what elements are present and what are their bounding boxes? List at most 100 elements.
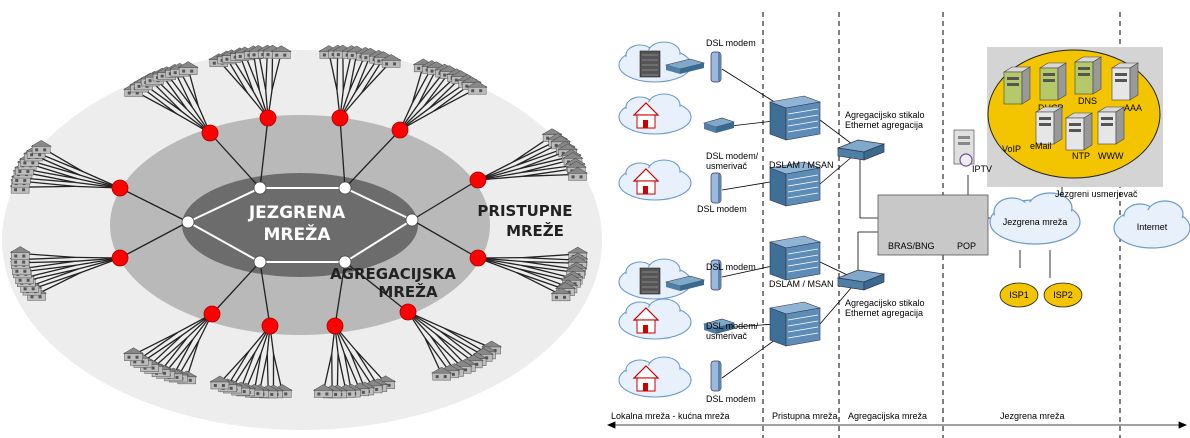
dslam-icon: [768, 235, 822, 281]
section-dividers: [762, 12, 1121, 438]
section-axis: [606, 421, 1188, 429]
aggregation-node: [391, 121, 409, 139]
dsl-router-label-2a: DSL modem/: [706, 321, 759, 331]
house-icon: [9, 246, 32, 260]
house-icon: [208, 375, 231, 390]
aggregation-label-2: MREŽA: [378, 282, 438, 301]
core-node: [181, 215, 195, 229]
section-label-core: Jezgrena mreža: [1000, 411, 1065, 421]
agg-switch-label-1b: Ethernet agregacija: [845, 120, 923, 130]
core-label-1: JEZGRENA: [248, 203, 346, 223]
dsl-modem-icon: [710, 360, 722, 392]
agg-switch-label-1a: Agregacijsko stikalo: [845, 110, 925, 120]
dslam-icon: [768, 95, 822, 141]
dsl-modem-label-1: DSL modem: [706, 38, 756, 48]
dslam-icon: [768, 161, 822, 207]
core-net-label: Jezgrena mreža: [1003, 217, 1068, 227]
agg-switch-label-2b: Ethernet agregacija: [845, 308, 923, 318]
customer-cloud: [618, 356, 692, 398]
customer-cloud: [618, 298, 692, 340]
agg-switch-label-2a: Agregacijsko stikalo: [845, 298, 925, 308]
customer-cloud: [618, 41, 706, 83]
aggregation-node: [111, 179, 129, 197]
iptv-label: IPTV: [972, 164, 992, 174]
isp2-label: ISP2: [1053, 290, 1073, 300]
house-icon: [550, 287, 572, 302]
server-label: VoIP: [1002, 144, 1021, 154]
house-icon: [466, 80, 489, 95]
server-icon: [1096, 106, 1126, 145]
server-label: WWW: [1098, 151, 1124, 161]
customer-cloud: [618, 93, 692, 135]
aggregation-node: [201, 124, 219, 142]
dsl-router-label-2b: usmerivač: [706, 331, 748, 341]
server-icon: [1110, 62, 1140, 101]
house-icon: [30, 140, 53, 154]
access-label-2: MREŽE: [506, 221, 564, 240]
access-label-1: PRISTUPNE: [477, 202, 572, 220]
server-icon: [1002, 66, 1032, 105]
core-node: [405, 213, 419, 227]
dsl-modem-icon: [710, 259, 722, 291]
server-icon: [1064, 112, 1094, 151]
house-icon: [312, 384, 335, 398]
internet-label: Internet: [1137, 222, 1168, 232]
dsl-router-label-1b: usmerivač: [706, 161, 748, 171]
server-label: NTP: [1072, 151, 1090, 161]
dsl-router-icon: [702, 117, 736, 133]
bras-label: BRAS/BNG: [888, 241, 935, 251]
house-icon: [177, 61, 200, 75]
isp1-label: ISP1: [1009, 290, 1029, 300]
dsl-modem-label-2: DSL modem: [697, 204, 747, 214]
dsl-network-diagram: VoIPDHCPDNSAAAeMailNTPWWW DSL modem DSL …: [606, 12, 1190, 438]
hierarchy-diagram: JEZGRENA MREŽA AGREGACIJSKA MREŽA PRISTU…: [2, 44, 602, 430]
core-node: [338, 255, 352, 269]
server-icon: [1073, 56, 1103, 95]
section-label-local: Lokalna mreža - kućna mreža: [611, 411, 730, 421]
pop-label: POP: [957, 241, 976, 251]
house-icon: [566, 167, 589, 181]
aggregation-node: [399, 303, 417, 321]
isp1-ellipse: [999, 282, 1039, 308]
house-icon: [270, 45, 293, 59]
dslam-icon: [768, 301, 822, 347]
aggregation-node: [203, 305, 221, 323]
internet-cloud: [1113, 200, 1190, 249]
aggregation-label-1: AGREGACIJSKA: [330, 265, 456, 283]
bras-pop-box: [877, 194, 989, 256]
iptv-server-icon: [953, 129, 975, 167]
aggregation-node: [259, 109, 277, 127]
dsl-router-label-1a: DSL modem/: [706, 151, 759, 161]
agg-switch-top: [836, 139, 886, 161]
aggregation-node: [261, 317, 279, 335]
core-node: [253, 181, 267, 195]
server-icon: [1034, 106, 1064, 145]
customer-cloud: [618, 159, 692, 201]
isp2-ellipse: [1043, 282, 1083, 308]
aggregation-node: [331, 109, 349, 127]
aggregation-node: [111, 249, 129, 267]
aggregation-node: [469, 171, 487, 189]
aggregation-node: [326, 317, 344, 335]
dslam-label-2: DSLAM / MSAN: [769, 279, 834, 289]
core-router-label: Jezgreni usmerjevač: [1055, 189, 1138, 199]
section-label-aggregation: Agregacijska mreža: [848, 411, 927, 421]
customer-cloud: [618, 258, 706, 300]
house-icon: [122, 347, 145, 361]
section-label-access: Pristupna mreža: [772, 411, 838, 421]
core-network-cloud: [989, 192, 1081, 245]
dsl-modem-icon: [710, 172, 722, 204]
dslam-label-1: DSLAM / MSAN: [769, 160, 834, 170]
server-label: eMail: [1030, 141, 1052, 151]
server-icon: [1038, 62, 1068, 101]
core-node: [253, 255, 267, 269]
core-node: [338, 181, 352, 195]
dsl-modem-icon: [710, 51, 722, 83]
server-label: AAA: [1124, 103, 1142, 113]
house-icon: [380, 54, 402, 68]
house-icon: [430, 366, 453, 381]
dsl-modem-label-4: DSL modem: [706, 394, 756, 404]
server-label: DNS: [1078, 96, 1097, 106]
aggregation-node: [469, 249, 487, 267]
dsl-modem-label-3: DSL modem: [706, 262, 756, 272]
